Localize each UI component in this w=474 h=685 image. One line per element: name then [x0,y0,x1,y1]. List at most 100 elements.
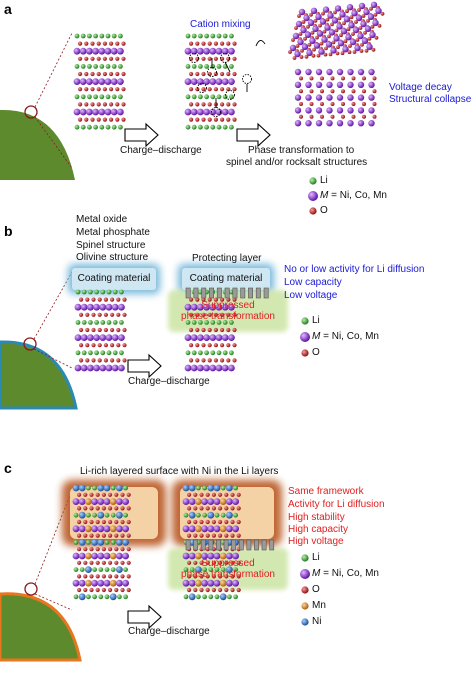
li-atom [222,320,228,325]
legend-c-mn: Mn [312,600,326,611]
pillar [216,539,221,551]
m-atom [190,303,198,311]
o-atom [334,28,339,33]
o-atom [126,533,131,538]
o-atom [79,327,84,333]
li-atom [191,33,197,39]
o-atom [288,50,292,54]
m-atom [337,40,345,47]
o-atom [102,71,107,77]
li-atom [88,320,93,325]
panel-label-a: a [4,1,12,17]
o-atom [109,56,114,61]
li-atom [183,567,189,572]
zoom-marker-c [24,582,38,596]
o-atom [315,35,319,40]
coating-type-4: Olivine structure [76,252,149,263]
m-atom [97,498,105,505]
m-atom [203,303,211,311]
o-atom [96,71,101,77]
o-atom [122,327,127,333]
li-atom [220,485,226,491]
o-atom [362,76,366,81]
o-atom [341,102,345,106]
li-atom [198,64,203,69]
m-atom [91,579,98,587]
m-atom [110,47,118,55]
o-atom [343,39,348,44]
li-atom [208,594,214,600]
li-atom [111,94,117,100]
o-atom [84,41,89,46]
m-atom [87,303,94,311]
o-atom [126,560,131,565]
m-atom [294,81,302,89]
li-atom [100,289,106,295]
o-atom [230,519,235,525]
o-atom [201,102,206,107]
o-atom [77,492,82,497]
m-atom [116,579,123,587]
o-atom [195,71,200,77]
li-atom [93,64,98,69]
o-atom [218,492,223,497]
o-atom [195,297,200,302]
o-atom [207,327,212,333]
o-atom [103,358,108,363]
m-atom [307,19,315,26]
o-atom [337,16,342,21]
pillar [224,287,230,299]
o-atom [115,87,120,92]
m-atom [78,498,86,505]
mn-atom [109,498,117,505]
m-atom [366,43,373,50]
o-atom [224,506,229,511]
li-atom [216,64,222,69]
m-atom [300,26,307,34]
o-atom [77,560,82,565]
pillar [216,287,222,299]
li-atom [75,289,81,295]
o-atom [218,587,223,593]
o-atom [108,519,113,525]
m-atom [358,2,366,10]
pillar [185,287,191,299]
arrow-a1 [124,122,159,148]
o-atom [110,312,115,317]
li-atom [86,594,91,600]
o-atom [78,102,83,107]
o-atom [91,312,96,317]
o-atom [351,76,356,81]
li-atom [110,512,116,518]
m-atom [315,81,323,89]
o-atom [205,492,210,497]
m-atom [209,78,217,85]
o-atom [299,102,303,106]
o-atom [187,560,192,565]
m-atom [340,28,348,35]
o-atom [357,8,361,12]
li-atom [185,350,191,356]
legend-a-li: Li [320,175,328,186]
o-atom [367,36,372,41]
ni-atom [103,484,111,492]
li-atom [73,540,79,545]
o-atom [109,87,114,92]
m-atom [197,78,204,85]
m-atom [74,334,82,341]
m-atom [213,579,221,587]
m-atom [92,108,99,116]
mn-atom [195,525,202,533]
o-atom [101,547,106,552]
m-atom [355,14,363,22]
o-atom [79,343,84,348]
m-atom [111,364,119,372]
o-atom [187,519,192,525]
o-atom [342,21,346,26]
pillar [200,539,206,551]
o-atom [292,56,297,60]
o-atom [89,506,94,511]
m-atom [326,107,333,114]
m-atom [319,18,327,25]
li-atom [119,350,124,356]
